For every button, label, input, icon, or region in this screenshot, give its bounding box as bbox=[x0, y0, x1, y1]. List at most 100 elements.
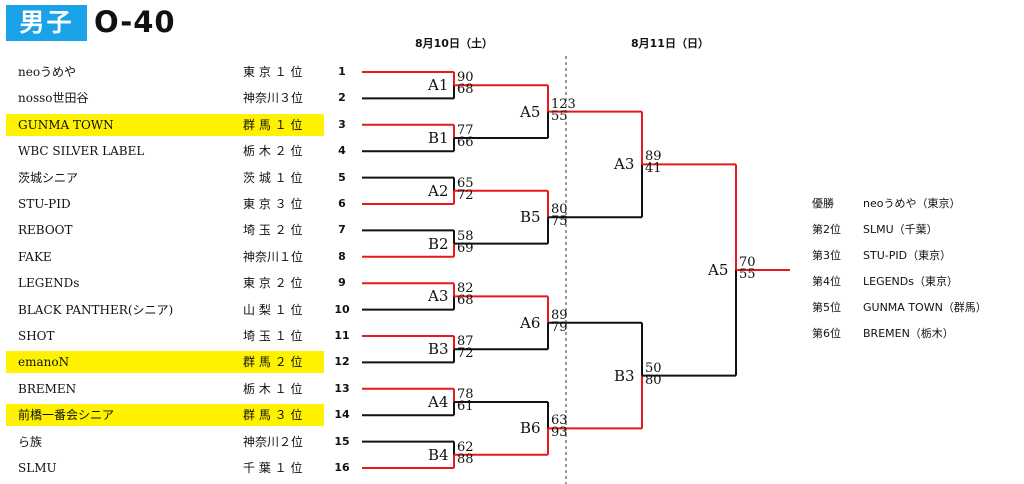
team-name: neoうめや bbox=[18, 65, 77, 79]
team-name: 前橋一番会シニア bbox=[18, 408, 115, 423]
match-label: A3 bbox=[614, 155, 635, 174]
result-rank: 第5位 bbox=[812, 301, 841, 314]
team-prefecture-rank: 栃 木 １ 位 bbox=[243, 381, 303, 396]
match-label: A5 bbox=[708, 261, 729, 279]
team-prefecture-rank: 東 京 １ 位 bbox=[243, 65, 303, 79]
team-name: 茨城シニア bbox=[18, 170, 79, 185]
team-name: nosso世田谷 bbox=[18, 91, 89, 106]
team-seed-number: 7 bbox=[338, 223, 346, 237]
score-top: 63 bbox=[551, 413, 568, 429]
team-seed-number: 16 bbox=[334, 461, 350, 474]
team-seed-number: 15 bbox=[334, 434, 350, 448]
score-bottom: 75 bbox=[551, 214, 568, 230]
match-label: A6 bbox=[520, 313, 541, 332]
age-category-title: O-40 bbox=[94, 5, 176, 39]
result-rank: 第3位 bbox=[812, 249, 841, 262]
match-label: B3 bbox=[614, 366, 635, 385]
team-prefecture-rank: 東 京 ３ 位 bbox=[243, 197, 303, 211]
team-seed-number: 1 bbox=[338, 65, 346, 78]
match-label: A1 bbox=[428, 76, 449, 95]
score-bottom: 79 bbox=[551, 319, 568, 335]
score-top: 62 bbox=[457, 439, 474, 455]
team-name: STU-PID bbox=[18, 197, 71, 211]
round-date-day2: 8月11日（日） bbox=[631, 37, 709, 50]
score-bottom: 68 bbox=[457, 82, 474, 98]
score-bottom: 88 bbox=[457, 451, 474, 467]
match-label: B6 bbox=[520, 419, 541, 438]
team-name: SHOT bbox=[18, 329, 55, 343]
team-name: BLACK PANTHER(シニア) bbox=[18, 302, 174, 317]
team-prefecture-rank: 茨 城 １ 位 bbox=[243, 170, 303, 185]
match-label: B1 bbox=[428, 129, 449, 147]
team-name: REBOOT bbox=[18, 223, 73, 238]
score-top: 89 bbox=[645, 149, 662, 165]
team-prefecture-rank: 千 葉 １ 位 bbox=[243, 461, 303, 475]
score-bottom: 93 bbox=[551, 425, 568, 441]
match-label: A5 bbox=[520, 102, 541, 121]
score-bottom: 55 bbox=[551, 108, 568, 124]
score-bottom: 61 bbox=[457, 399, 474, 414]
team-highlight bbox=[6, 404, 324, 427]
match-label: A3 bbox=[428, 287, 449, 306]
score-bottom: 72 bbox=[457, 187, 474, 203]
team-seed-number: 12 bbox=[334, 355, 350, 369]
team-name: WBC SILVER LABEL bbox=[18, 144, 145, 159]
team-prefecture-rank: 山 梨 １ 位 bbox=[243, 302, 303, 317]
score-top: 77 bbox=[457, 123, 474, 138]
team-prefecture-rank: 栃 木 ２ 位 bbox=[243, 144, 303, 159]
score-top: 82 bbox=[457, 281, 474, 297]
team-seed-number: 11 bbox=[334, 329, 350, 342]
score-top: 70 bbox=[739, 255, 756, 270]
match-label: B5 bbox=[520, 208, 541, 227]
result-team: neoうめや（東京） bbox=[863, 197, 961, 210]
score-bottom: 72 bbox=[457, 346, 474, 362]
team-seed-number: 13 bbox=[334, 381, 350, 395]
round-date-day1: 8月10日（土） bbox=[415, 37, 493, 50]
result-team: GUNMA TOWN（群馬） bbox=[863, 301, 987, 314]
result-rank: 第6位 bbox=[812, 327, 841, 340]
team-prefecture-rank: 神奈川２位 bbox=[243, 434, 304, 449]
result-rank: 第2位 bbox=[812, 223, 841, 236]
match-label: A4 bbox=[428, 393, 449, 411]
team-name: ら族 bbox=[18, 434, 43, 449]
team-prefecture-rank: 群 馬 １ 位 bbox=[243, 117, 303, 132]
team-seed-number: 6 bbox=[338, 197, 346, 210]
team-prefecture-rank: 神奈川３位 bbox=[243, 91, 304, 106]
result-team: LEGENDs（東京） bbox=[863, 275, 958, 288]
team-highlight bbox=[6, 113, 324, 136]
team-name: FAKE bbox=[18, 249, 52, 264]
match-label: B2 bbox=[428, 234, 449, 253]
team-prefecture-rank: 群 馬 ３ 位 bbox=[243, 408, 303, 423]
result-rank: 第4位 bbox=[812, 275, 841, 288]
result-rank: 優勝 bbox=[812, 197, 834, 210]
score-top: 80 bbox=[551, 202, 568, 218]
team-seed-number: 2 bbox=[338, 91, 346, 105]
gender-badge: 男子 bbox=[6, 5, 87, 41]
score-bottom: 68 bbox=[457, 293, 474, 309]
score-top: 123 bbox=[551, 96, 576, 112]
team-seed-number: 9 bbox=[338, 276, 346, 290]
team-prefecture-rank: 群 馬 ２ 位 bbox=[243, 355, 303, 370]
team-name: GUNMA TOWN bbox=[18, 117, 114, 132]
team-name: emanoN bbox=[18, 355, 70, 370]
score-bottom: 80 bbox=[645, 372, 662, 388]
team-name: LEGENDs bbox=[18, 276, 80, 291]
result-team: STU-PID（東京） bbox=[863, 249, 952, 262]
team-seed-number: 10 bbox=[334, 302, 350, 316]
team-prefecture-rank: 埼 玉 １ 位 bbox=[243, 329, 303, 343]
score-bottom: 55 bbox=[739, 267, 756, 282]
match-label: B3 bbox=[428, 340, 449, 359]
result-team: SLMU（千葉） bbox=[863, 223, 938, 236]
team-seed-number: 5 bbox=[338, 170, 346, 184]
score-bottom: 69 bbox=[457, 240, 474, 256]
result-team: BREMEN（栃木） bbox=[863, 327, 954, 340]
team-name: BREMEN bbox=[18, 381, 77, 396]
team-seed-number: 3 bbox=[338, 117, 346, 131]
match-label: A2 bbox=[428, 181, 449, 200]
match-label: B4 bbox=[428, 445, 449, 464]
score-top: 65 bbox=[457, 175, 474, 191]
score-top: 78 bbox=[457, 387, 474, 402]
team-seed-number: 4 bbox=[338, 144, 346, 158]
score-bottom: 41 bbox=[645, 161, 662, 177]
